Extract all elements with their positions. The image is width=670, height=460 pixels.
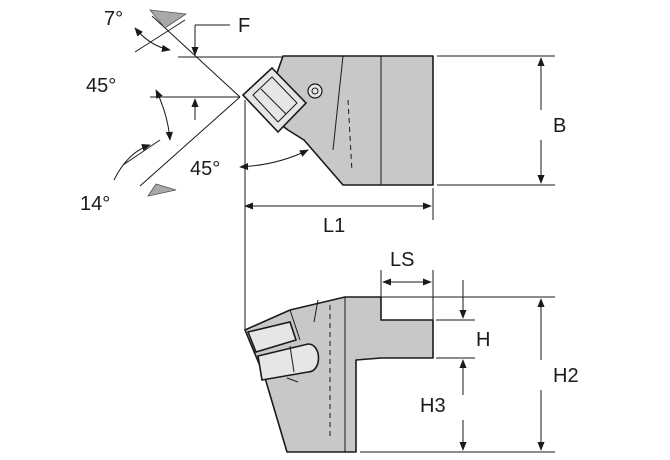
chip-top-icon (149, 9, 188, 29)
arc-45deg-lower (239, 149, 309, 171)
label-ls: LS (390, 249, 414, 271)
arc-45deg-left (155, 89, 173, 141)
holder-side-tick-2 (286, 377, 299, 383)
label-f: F (238, 15, 250, 37)
chip-bottom-icon (147, 183, 177, 197)
insert-top (241, 66, 308, 134)
arc-7deg (134, 27, 171, 52)
label-angle-bottom: 14° (80, 193, 110, 215)
clamp-screw-icon (307, 83, 323, 99)
ref-line-14deg (122, 139, 161, 166)
label-h2: H2 (553, 365, 579, 387)
holder-top-dashed (347, 99, 353, 173)
arc-14deg (113, 144, 151, 181)
insert-side (246, 321, 320, 381)
holder-side-tick-1 (313, 299, 319, 323)
holder-top-line-2 (332, 55, 344, 151)
label-l1: L1 (323, 215, 345, 237)
top-view: 7° F 45° 45° 14° B L1 (80, 8, 566, 237)
ref-line-lower (139, 96, 241, 187)
label-angle-lower: 45° (190, 158, 220, 180)
holder-side-line-2 (289, 309, 301, 341)
label-b: B (553, 115, 566, 137)
side-view: LS H H2 H3 (244, 249, 579, 453)
label-h3: H3 (420, 395, 446, 417)
label-angle-left: 45° (86, 75, 116, 97)
label-h: H (476, 329, 490, 351)
label-angle-top: 7° (104, 8, 123, 30)
